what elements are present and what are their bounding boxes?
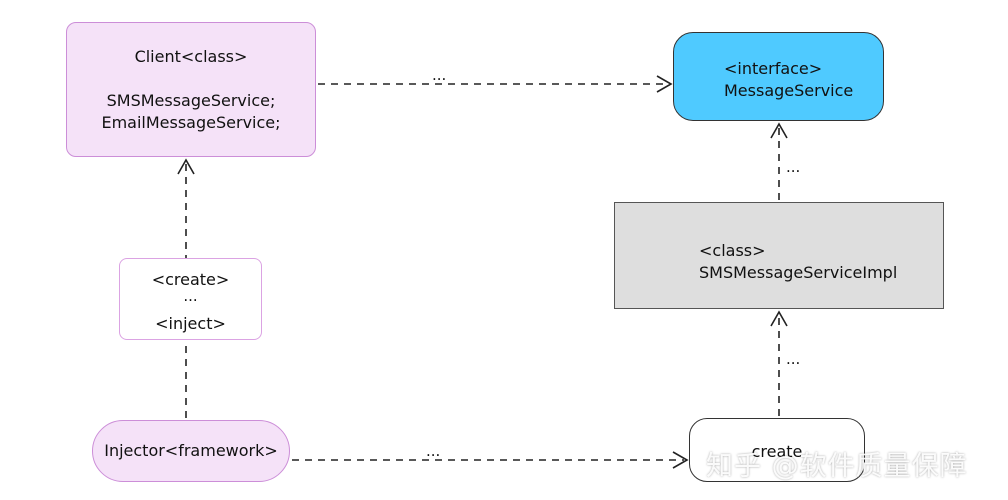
injector-name: Injector<framework> — [104, 441, 278, 460]
edge-label-client-to-service: ... — [432, 66, 447, 84]
arrowhead-client-to-service — [656, 75, 673, 93]
impl-stereotype: <class> — [699, 241, 766, 260]
edge-label-impl-to-service: ... — [786, 158, 801, 176]
message-service-interface-node: <interface> MessageService — [673, 32, 884, 121]
inject-stereotype: <inject> — [155, 314, 226, 333]
sms-message-service-impl-node: <class> SMSMessageServiceImpl — [614, 202, 944, 309]
edge-label-create-to-impl: ... — [786, 350, 801, 368]
interface-stereotype: <interface> — [724, 59, 823, 78]
client-field-sms: SMSMessageService; — [106, 91, 276, 110]
create-inject-node: <create> ... <inject> — [119, 258, 262, 340]
interface-name: MessageService — [724, 81, 854, 100]
edge-label-injector-to-create: ... — [426, 442, 441, 460]
arrowhead-injector-to-client — [177, 158, 195, 175]
client-class-title: Client<class> — [134, 47, 248, 66]
create-node: create — [689, 418, 865, 482]
arrowhead-injector-to-create — [672, 451, 689, 469]
arrowhead-create-to-impl — [770, 310, 788, 327]
client-field-email: EmailMessageService; — [101, 113, 281, 132]
zhihu-watermark: 知乎 @软件质量保障 — [706, 451, 968, 482]
arrowhead-impl-to-service — [770, 122, 788, 139]
injector-framework-node: Injector<framework> — [92, 420, 290, 482]
client-class-node: Client<class> SMSMessageService; EmailMe… — [66, 22, 316, 157]
create-stereotype: <create> — [151, 270, 230, 289]
impl-name: SMSMessageServiceImpl — [699, 263, 898, 282]
create-inject-ellipsis: ... — [183, 287, 198, 305]
create-label: create — [751, 442, 803, 461]
